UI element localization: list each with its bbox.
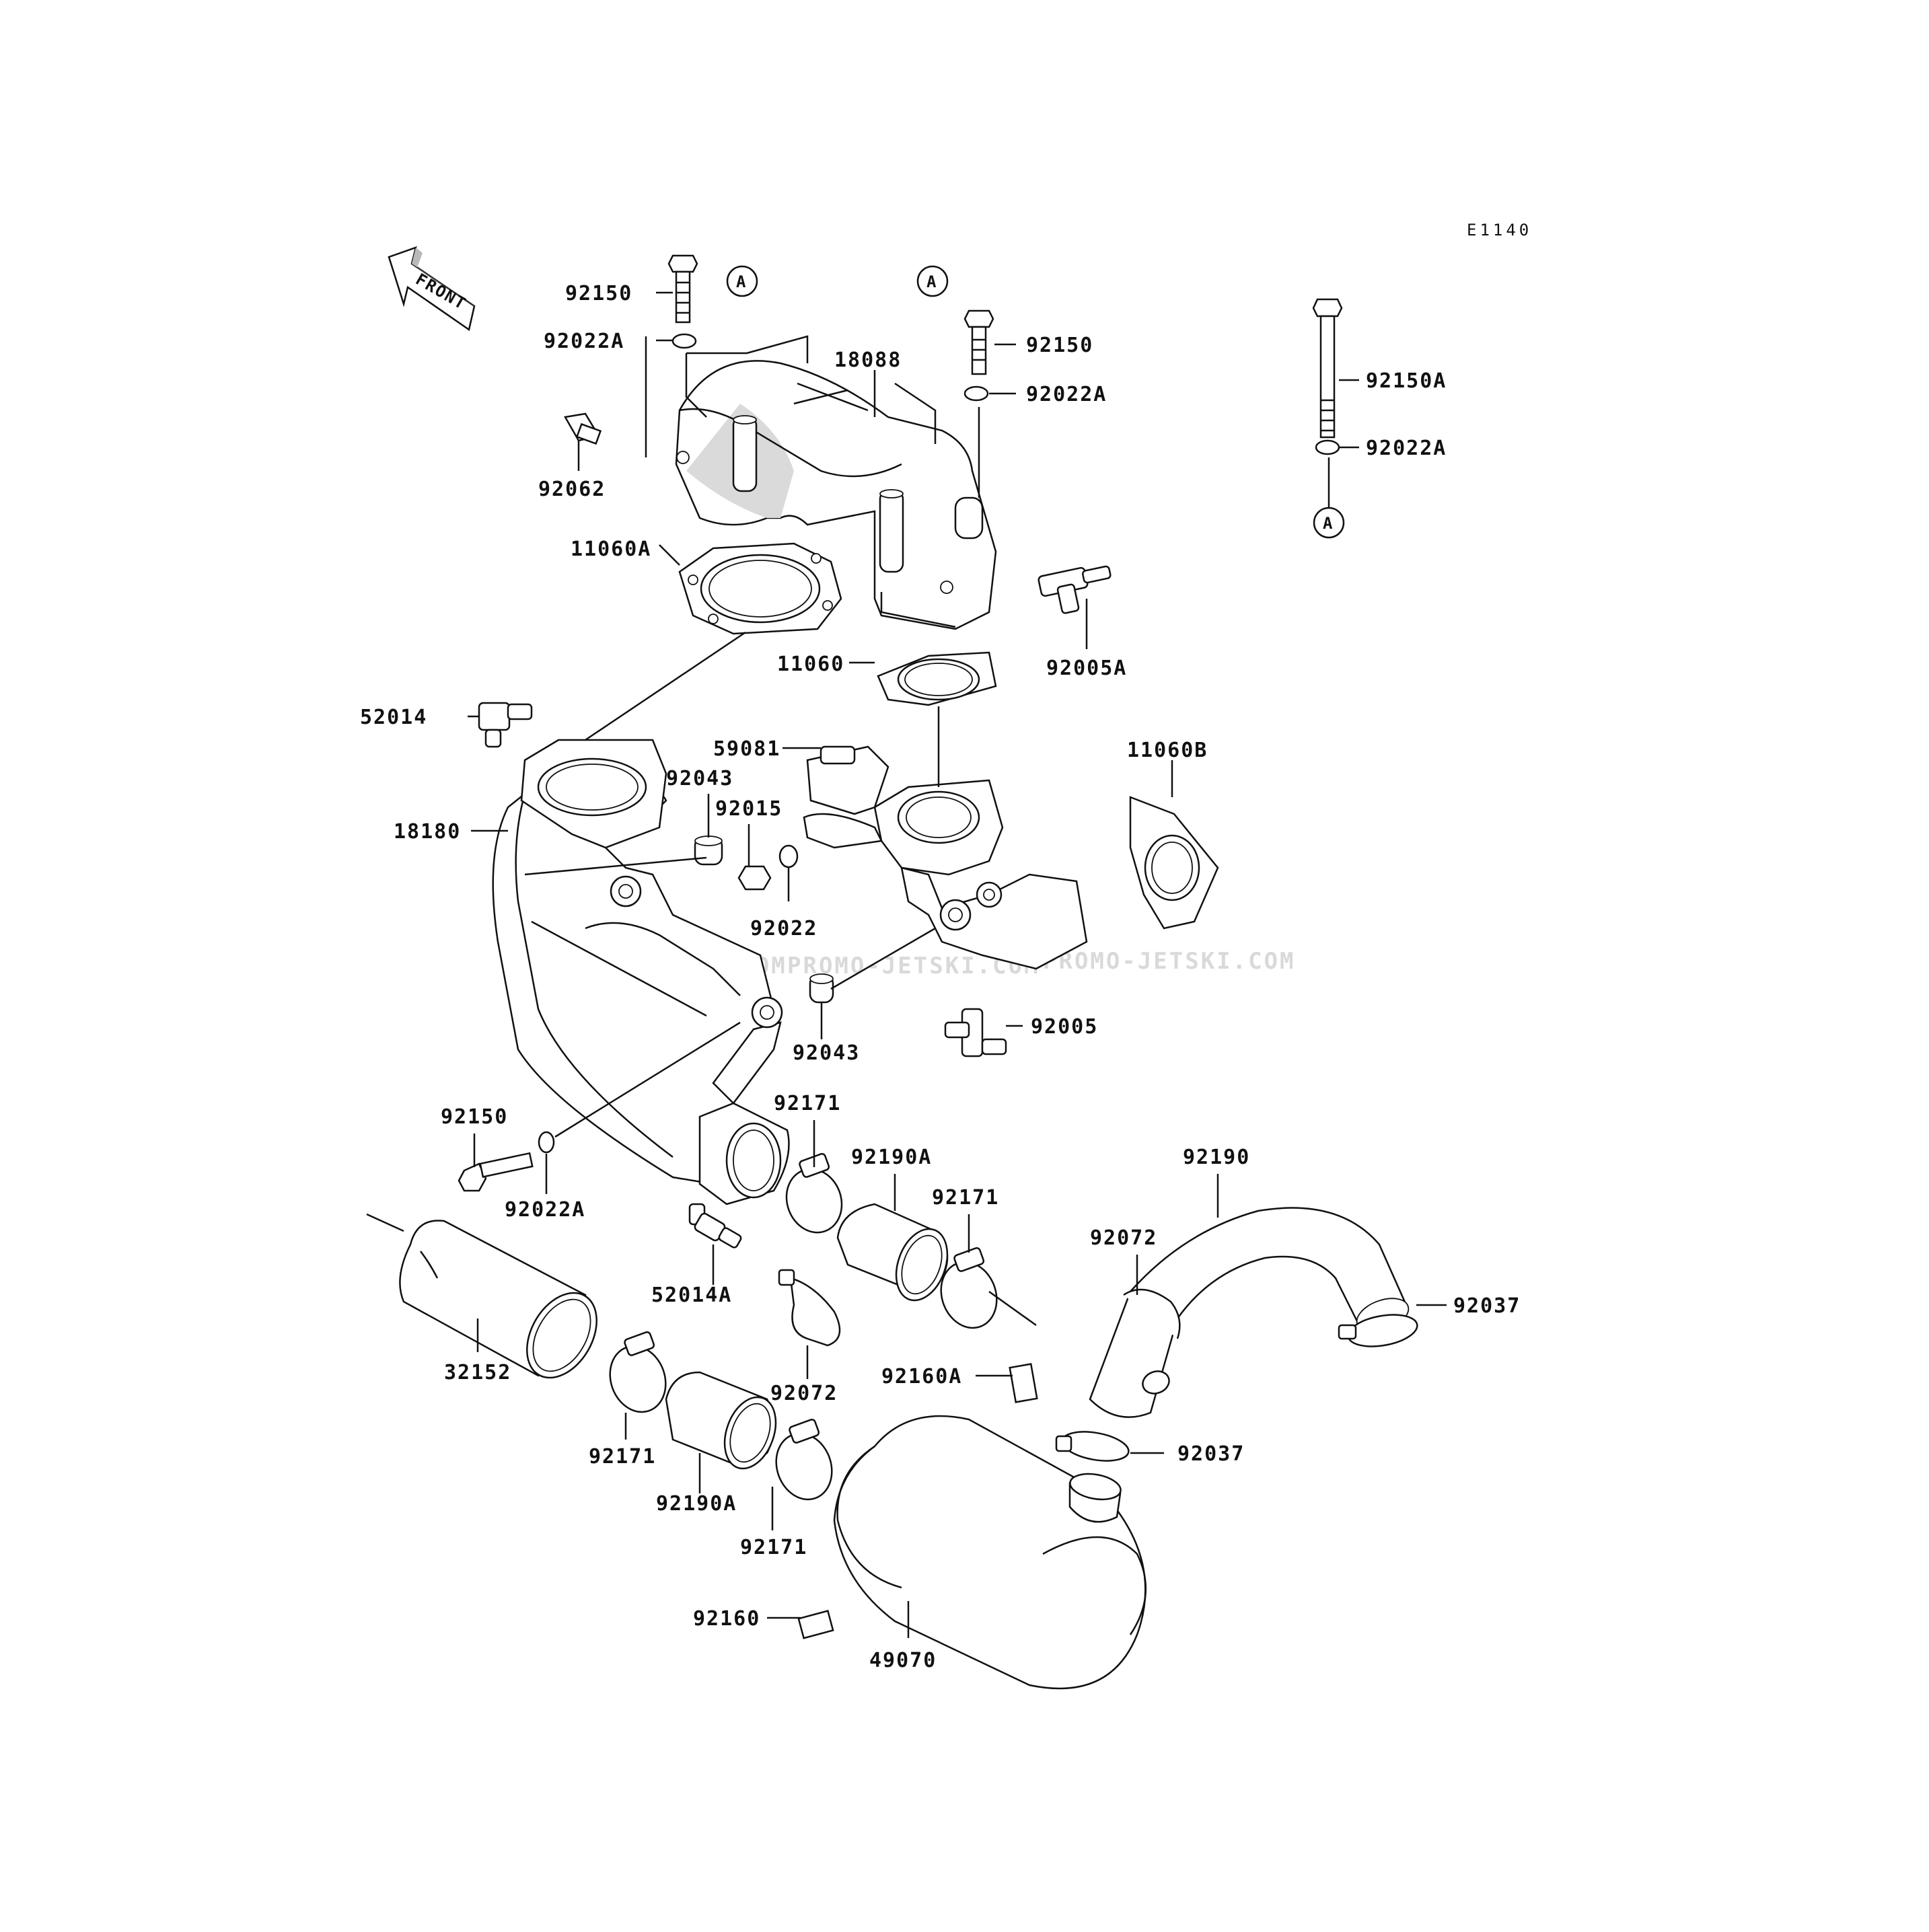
washer-92022A-mid [963, 385, 989, 402]
label-92072-right: 92072 [1090, 1226, 1157, 1250]
watermark-text-3: PROMO-JETSKI.COM [1043, 948, 1296, 975]
washer-92022A-top [671, 333, 697, 349]
svg-text:A: A [736, 272, 746, 291]
pad-92160 [797, 1610, 834, 1639]
pipe-32152 [399, 1220, 597, 1379]
hose-92190A-b [665, 1371, 777, 1470]
svg-text:A: A [926, 272, 937, 291]
pad-92160A [1009, 1363, 1038, 1403]
label-52014A: 52014A [651, 1284, 732, 1307]
label-92043-top: 92043 [666, 767, 733, 790]
hose-92190A-a [836, 1203, 949, 1302]
label-52014: 52014 [360, 706, 427, 729]
t-fitting-92005A [1038, 565, 1112, 614]
hose-clamp-92037-right [1338, 1314, 1418, 1347]
t-fitting-92005 [944, 1008, 1007, 1057]
part-number-labels: 92150 92022A 92062 18088 92150 92022A 92… [360, 282, 1521, 1672]
label-18088: 18088 [834, 348, 902, 372]
label-11060B: 11060B [1127, 739, 1208, 762]
elbow-fitting-52014 [478, 702, 533, 748]
label-92022A-top: 92022A [544, 330, 624, 353]
muffler-49070 [833, 1415, 1147, 1690]
hose-clamp-92171-d [775, 1419, 833, 1501]
long-bolt-92150A [1312, 298, 1343, 439]
label-92150-top: 92150 [565, 282, 632, 305]
label-18180: 18180 [394, 820, 461, 844]
hose-clamp-92171-b [940, 1247, 998, 1329]
washer-92022A-low [538, 1131, 555, 1154]
reference-circle-a-2: A [916, 265, 949, 297]
stud-92062 [564, 412, 602, 445]
expansion-chamber-18180 [492, 739, 790, 1205]
strap-92072-mid [778, 1269, 841, 1347]
label-92160: 92160 [693, 1607, 760, 1631]
spacer-92043-top [694, 835, 723, 866]
bolt-92150-low [458, 1152, 534, 1192]
label-92190A-a: 92190A [851, 1146, 932, 1169]
label-11060A: 11060A [571, 537, 651, 561]
label-59081: 59081 [713, 737, 780, 761]
spacer-92043-bottom [809, 973, 834, 1004]
label-92062: 92062 [538, 478, 606, 501]
label-32152: 32152 [444, 1361, 511, 1384]
elbow-fitting-52014A [688, 1203, 742, 1249]
label-92005: 92005 [1031, 1015, 1098, 1039]
label-92160A: 92160A [881, 1365, 962, 1388]
label-92072-mid: 92072 [770, 1382, 838, 1405]
washer-92022A-right [1315, 439, 1340, 455]
label-92022A-low: 92022A [505, 1198, 585, 1222]
gasket-11060 [877, 651, 997, 706]
label-92022: 92022 [750, 917, 817, 940]
leader-lines [366, 291, 1447, 1638]
label-92037-right: 92037 [1453, 1294, 1521, 1318]
label-92150-mid: 92150 [1026, 334, 1093, 357]
washer-92022 [778, 844, 799, 868]
label-92171-b: 92171 [932, 1186, 999, 1210]
label-92022A-mid: 92022A [1026, 383, 1107, 406]
gasket-11060B [1129, 796, 1219, 930]
reference-circle-a-1: A [726, 265, 758, 297]
label-11060: 11060 [777, 653, 844, 676]
label-92022A-right: 92022A [1366, 437, 1447, 460]
exhaust-manifold-part [675, 360, 997, 630]
svg-text:A: A [1323, 514, 1333, 533]
diagram-code: E1140 [1467, 221, 1532, 239]
bolt-92150-top [667, 254, 698, 324]
label-92171-c: 92171 [589, 1445, 656, 1469]
label-92171-a: 92171 [774, 1092, 841, 1115]
bolt-92150-mid [963, 309, 994, 375]
label-92171-d: 92171 [740, 1536, 807, 1559]
label-49070: 49070 [869, 1649, 937, 1672]
hose-clamp-92037-mid [1055, 1431, 1130, 1462]
hose-clamp-92171-c [609, 1331, 667, 1413]
exhaust-hose-92190 [1089, 1207, 1410, 1418]
label-92043-bottom: 92043 [793, 1041, 860, 1065]
gasket-11060A [678, 542, 842, 635]
label-92150-low: 92150 [441, 1105, 508, 1129]
front-direction-arrow: FRONT [388, 246, 479, 332]
reference-circle-a-3: A [1313, 507, 1345, 539]
label-92190A-b: 92190A [656, 1492, 737, 1516]
label-92005A: 92005A [1046, 657, 1127, 680]
label-92190: 92190 [1183, 1146, 1250, 1169]
label-92150A: 92150A [1366, 369, 1447, 393]
label-92037-mid: 92037 [1177, 1442, 1245, 1466]
label-92015: 92015 [715, 797, 782, 821]
water-manifold-59081 [803, 745, 1088, 970]
nut-92015 [737, 865, 772, 891]
